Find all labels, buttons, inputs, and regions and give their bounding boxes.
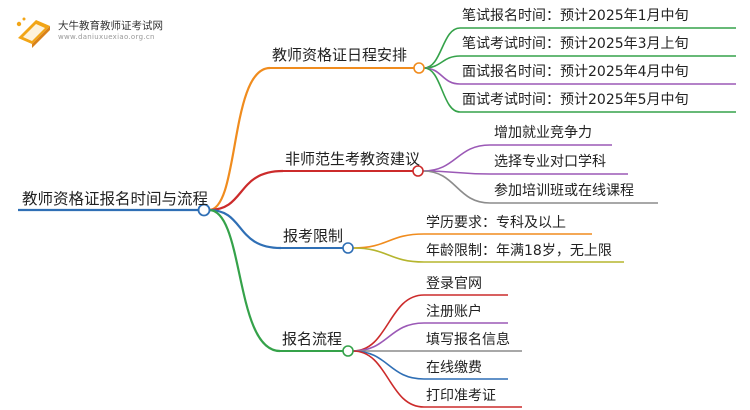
- connector-root-limits: [208, 208, 282, 250]
- leaf-schedule-written-exam: 笔试考试时间：预计2025年3月上旬: [462, 36, 689, 52]
- branch-label-advice: 非师范生考教资建议: [285, 150, 421, 168]
- leaf-limits-age: 年龄限制：年满18岁，无上限: [426, 243, 612, 259]
- leaf-schedule-interview-signup: 面试报名时间：预计2025年4月中旬: [462, 64, 689, 80]
- leaf-advice-competitiveness: 增加就业竞争力: [494, 125, 592, 141]
- connector-root-schedule: [208, 66, 271, 212]
- connector-limits-leaf-1: [352, 247, 425, 263]
- branch-node-advice: [412, 165, 424, 177]
- branch-node-schedule: [413, 62, 425, 74]
- root-topic-label: 教师资格证报名时间与流程: [22, 190, 209, 208]
- connector-root-process: [208, 208, 281, 353]
- connector-schedule-leaf-0: [423, 27, 461, 69]
- leaf-process-print-ticket: 打印准考证: [426, 388, 496, 404]
- logo-url: www.daniuxuexiao.org.cn: [58, 32, 155, 41]
- site-logo: 大牛教育教师证考试网 www.daniuxuexiao.org.cn: [14, 14, 163, 48]
- branch-label-process: 报名流程: [282, 330, 343, 348]
- leaf-process-register: 注册账户: [426, 304, 482, 320]
- branch-label-limits: 报考限制: [283, 227, 344, 245]
- leaf-process-fill-info: 填写报名信息: [426, 332, 510, 348]
- connector-advice-leaf-0: [422, 144, 491, 172]
- logo-name: 大牛教育教师证考试网: [58, 20, 163, 33]
- leaf-schedule-written-signup: 笔试报名时间：预计2025年1月中旬: [462, 8, 689, 24]
- leaf-schedule-interview-exam: 面试考试时间：预计2025年5月中旬: [462, 92, 689, 108]
- connector-process-leaf-0: [352, 294, 425, 352]
- leaf-process-login: 登录官网: [426, 276, 482, 292]
- leaf-process-payment: 在线缴费: [426, 360, 482, 376]
- leaf-limits-education: 学历要求：专科及以上: [426, 215, 566, 231]
- connector-root-advice: [208, 169, 284, 212]
- book-logo-icon: [16, 17, 50, 48]
- connector-process-leaf-3: [352, 350, 425, 380]
- leaf-advice-subject-match: 选择专业对口学科: [494, 154, 606, 170]
- connector-process-leaf-1: [352, 322, 425, 352]
- root-node: [197, 203, 211, 217]
- connector-limits-leaf-0: [352, 233, 425, 249]
- branch-node-limits: [342, 242, 354, 254]
- leaf-advice-training: 参加培训班或在线课程: [494, 183, 634, 199]
- connector-schedule-leaf-3: [423, 67, 461, 113]
- branch-label-schedule: 教师资格证日程安排: [272, 46, 408, 64]
- branch-node-process: [342, 345, 354, 357]
- connector-advice-leaf-2: [422, 170, 491, 204]
- connector-process-leaf-4: [352, 350, 425, 408]
